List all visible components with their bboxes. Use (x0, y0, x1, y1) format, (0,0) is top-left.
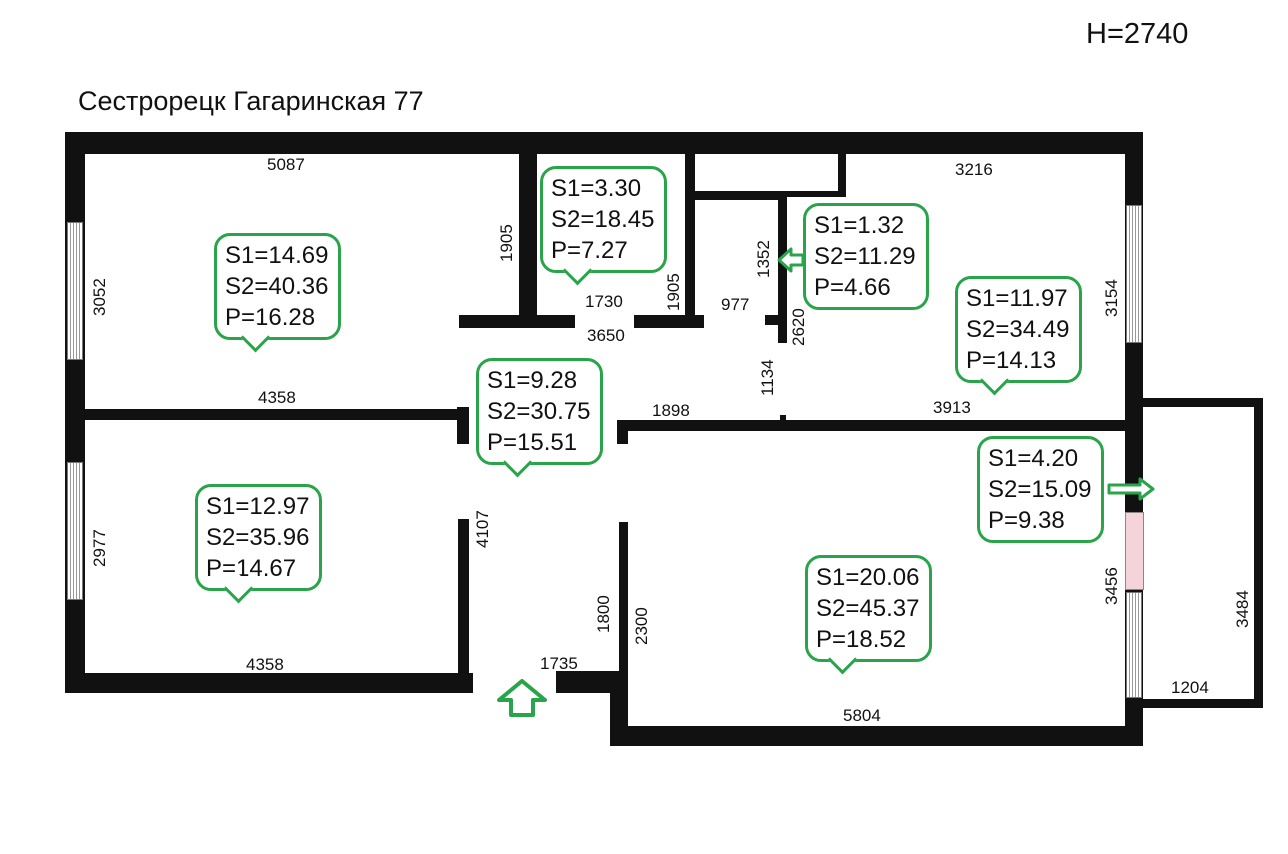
dim-1800: 1800 (594, 595, 613, 633)
dim-1905-a: 1905 (497, 224, 516, 262)
room-wall-area: S2=30.75 (487, 398, 591, 425)
wall-wc-stub (765, 315, 787, 325)
room-area: S1=12.97 (206, 493, 310, 520)
wall-wc-left (693, 197, 779, 200)
wall-wc-right (778, 197, 787, 343)
wall-living-left (619, 522, 628, 674)
dim-1735: 1735 (540, 654, 578, 673)
wall-mid-right (620, 420, 1127, 431)
arrow-right-icon (1107, 477, 1155, 501)
wall-bath-bottom-left (459, 315, 575, 328)
dim-3484: 3484 (1233, 590, 1252, 628)
room-label-bathroom: S1=3.30 S2=18.45 P=7.27 (540, 166, 668, 286)
room-perimeter: P=14.13 (966, 347, 1057, 374)
room-wall-area: S2=34.49 (966, 316, 1070, 343)
wall-left (65, 132, 85, 693)
room-label-balcony: S1=4.20 S2=15.09 P=9.38 (977, 436, 1105, 543)
room-wall-area: S2=35.96 (206, 524, 310, 551)
dim-3913: 3913 (933, 398, 971, 417)
dim-3052: 3052 (90, 278, 109, 316)
dim-1730: 1730 (585, 292, 623, 311)
dim-2300: 2300 (632, 607, 651, 645)
room-wall-area: S2=40.36 (225, 273, 329, 300)
dim-4358-top: 4358 (258, 388, 296, 407)
dim-5804: 5804 (843, 706, 881, 725)
arrow-up-icon (497, 679, 547, 717)
room-perimeter: P=16.28 (225, 304, 316, 331)
room-perimeter: P=7.27 (551, 237, 628, 264)
dim-1905-b: 1905 (664, 273, 683, 311)
plan-title: Сестрорецк Гагаринская 77 (78, 86, 424, 116)
room-perimeter: P=14.67 (206, 555, 297, 582)
balcony-bottom (1141, 699, 1263, 708)
room-label-wc: S1=1.32 S2=11.29 P=4.66 (803, 203, 929, 310)
arrow-left-icon (777, 247, 805, 273)
window-right-lower (1126, 592, 1142, 698)
dim-3154: 3154 (1102, 279, 1121, 317)
room-label-living: S1=20.06 S2=45.37 P=18.52 (805, 555, 933, 675)
room-label-bottom-left: S1=12.97 S2=35.96 P=14.67 (195, 484, 323, 604)
dim-5087: 5087 (267, 155, 305, 174)
wall-mid-right-jamb (617, 420, 628, 444)
room-area: S1=14.69 (225, 242, 329, 269)
dim-4358-bottom: 4358 (246, 655, 284, 674)
dim-2977: 2977 (90, 529, 109, 567)
wall-bottom-step (610, 671, 628, 746)
wall-bath-bottom-right (634, 315, 704, 328)
room-area: S1=4.20 (988, 445, 1079, 472)
wall-bottom-left (65, 673, 473, 693)
wall-mid-left-jamb (457, 407, 469, 444)
wall-shaft-right (838, 152, 846, 196)
dim-1352: 1352 (754, 240, 773, 278)
room-wall-area: S2=11.29 (814, 243, 916, 270)
window-top-left (67, 222, 83, 360)
room-area: S1=3.30 (551, 175, 642, 202)
dim-4107: 4107 (473, 510, 492, 548)
wall-top (65, 132, 1143, 154)
dim-1134: 1134 (758, 359, 777, 396)
room-wall-area: S2=18.45 (551, 206, 655, 233)
room-label-hall: S1=9.28 S2=30.75 P=15.51 (476, 358, 604, 478)
room-area: S1=1.32 (814, 212, 905, 239)
room-perimeter: P=15.51 (487, 429, 578, 456)
window-top-right (1126, 205, 1142, 343)
room-perimeter: P=4.66 (814, 274, 891, 301)
wall-mid-left (83, 409, 461, 420)
wall-bottom-right (610, 726, 1143, 746)
room-area: S1=11.97 (966, 285, 1068, 312)
dim-1204: 1204 (1171, 678, 1209, 697)
dim-3650: 3650 (587, 326, 625, 345)
balcony-right (1254, 398, 1263, 708)
room-wall-area: S2=45.37 (816, 595, 920, 622)
wall-room-divider (458, 519, 469, 675)
dim-2620: 2620 (789, 308, 808, 346)
room-wall-area: S2=15.09 (988, 476, 1092, 503)
dim-3216: 3216 (955, 160, 993, 179)
room-perimeter: P=18.52 (816, 626, 907, 653)
balcony-top (1141, 398, 1263, 407)
room-area: S1=9.28 (487, 367, 578, 394)
window-bottom-left (67, 462, 83, 600)
room-label-top-left: S1=14.69 S2=40.36 P=16.28 (214, 233, 342, 353)
dim-977: 977 (721, 295, 750, 314)
wall-bath-left (519, 152, 537, 324)
dim-1898: 1898 (652, 401, 690, 420)
dim-3456: 3456 (1102, 567, 1121, 605)
ceiling-height: H=2740 (1086, 18, 1189, 50)
radiator (1125, 512, 1144, 590)
room-perimeter: P=9.38 (988, 507, 1065, 534)
wall-bath-right (685, 152, 695, 324)
wall-bottom-stub (556, 671, 626, 693)
room-area: S1=20.06 (816, 564, 920, 591)
wall-shaft-bottom (693, 191, 846, 197)
room-label-top-right: S1=11.97 S2=34.49 P=14.13 (955, 276, 1083, 396)
